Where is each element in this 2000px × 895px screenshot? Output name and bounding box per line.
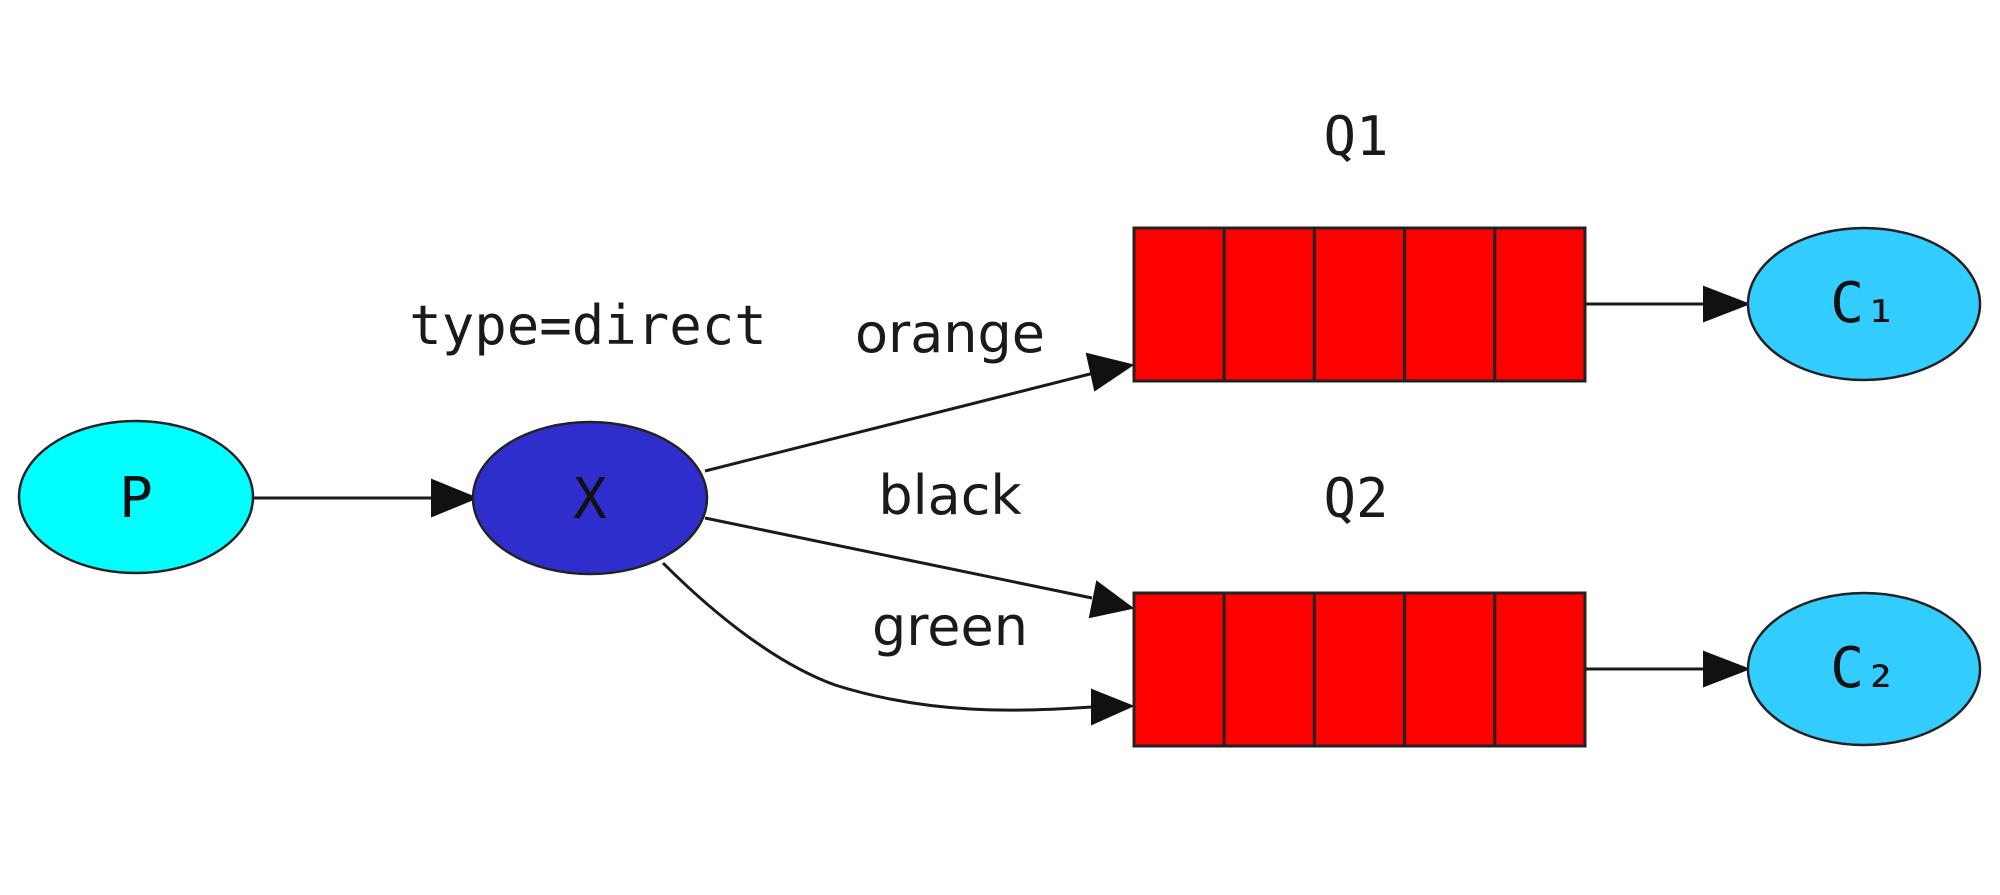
arrowhead-q2-consumer2 [1703, 650, 1751, 688]
queue-label-q2: Q2 [1323, 467, 1388, 530]
binding-label-orange: orange [855, 302, 1045, 365]
consumer-node-c1 [1746, 226, 1982, 382]
queue-cell [1132, 226, 1226, 383]
binding-label-black: black [878, 464, 1022, 527]
producer-node [17, 419, 255, 575]
queue-cell [1403, 226, 1497, 383]
consumer-label-c1: C₁ [1830, 271, 1897, 336]
queue-q2 [1132, 591, 1587, 748]
edge-exchange-q2-green [661, 561, 1093, 712]
arrowhead-exchange-q2-green [1091, 688, 1135, 726]
queue-cell [1312, 226, 1407, 383]
queue-cell [1222, 591, 1316, 748]
exchange-type-label: type=direct [409, 294, 767, 357]
queue-cell [1493, 226, 1587, 383]
arrowhead-q1-consumer1 [1703, 285, 1751, 323]
arrowhead-exchange-q2-black [1088, 580, 1135, 619]
edge-exchange-q1 [704, 371, 1095, 473]
queue-label-q1: Q1 [1323, 105, 1388, 168]
exchange-node [471, 420, 709, 576]
arrowhead-producer-exchange [431, 478, 479, 518]
arrowhead-exchange-q1 [1085, 352, 1135, 392]
edge-exchange-q2-black [704, 516, 1093, 600]
queue-cell [1403, 591, 1497, 748]
consumer-label-c2: C₂ [1830, 636, 1897, 701]
binding-label-green: green [872, 595, 1028, 658]
queue-cell [1493, 591, 1587, 748]
queue-cell [1222, 226, 1316, 383]
queue-q1 [1132, 226, 1587, 383]
queue-cell [1132, 591, 1226, 748]
consumer-node-c2 [1746, 591, 1982, 747]
producer-label: P [119, 466, 153, 531]
queue-cell [1312, 591, 1407, 748]
exchange-label: X [573, 467, 607, 532]
